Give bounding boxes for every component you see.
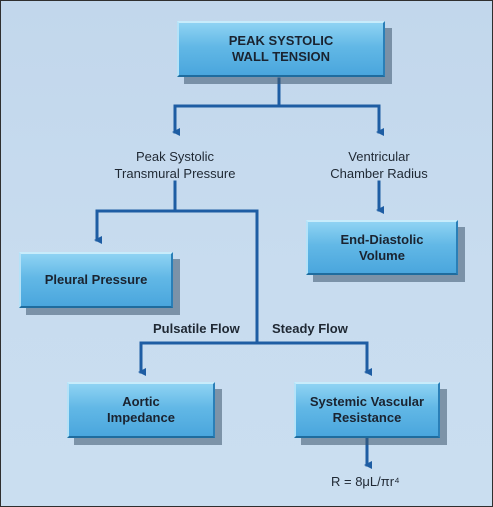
label-chamber-radius: Ventricular Chamber Radius <box>330 149 428 181</box>
box-systemic-vascular-resistance: Systemic Vascular Resistance <box>294 382 440 438</box>
label-transmural-pressure: Peak Systolic Transmural Pressure <box>114 149 236 181</box>
box-peak-systolic-wall-tension: PEAK SYSTOLIC WALL TENSION <box>177 21 385 77</box>
label-pulsatile-flow: Pulsatile Flow <box>153 321 240 336</box>
label-steady-flow: Steady Flow <box>272 321 348 336</box>
formula-resistance: R = 8μL/πr⁴ <box>331 474 400 489</box>
box-pleural-pressure: Pleural Pressure <box>19 252 173 308</box>
box-end-diastolic-volume: End-Diastolic Volume <box>306 220 458 275</box>
box-aortic-impedance: Aortic Impedance <box>67 382 215 438</box>
